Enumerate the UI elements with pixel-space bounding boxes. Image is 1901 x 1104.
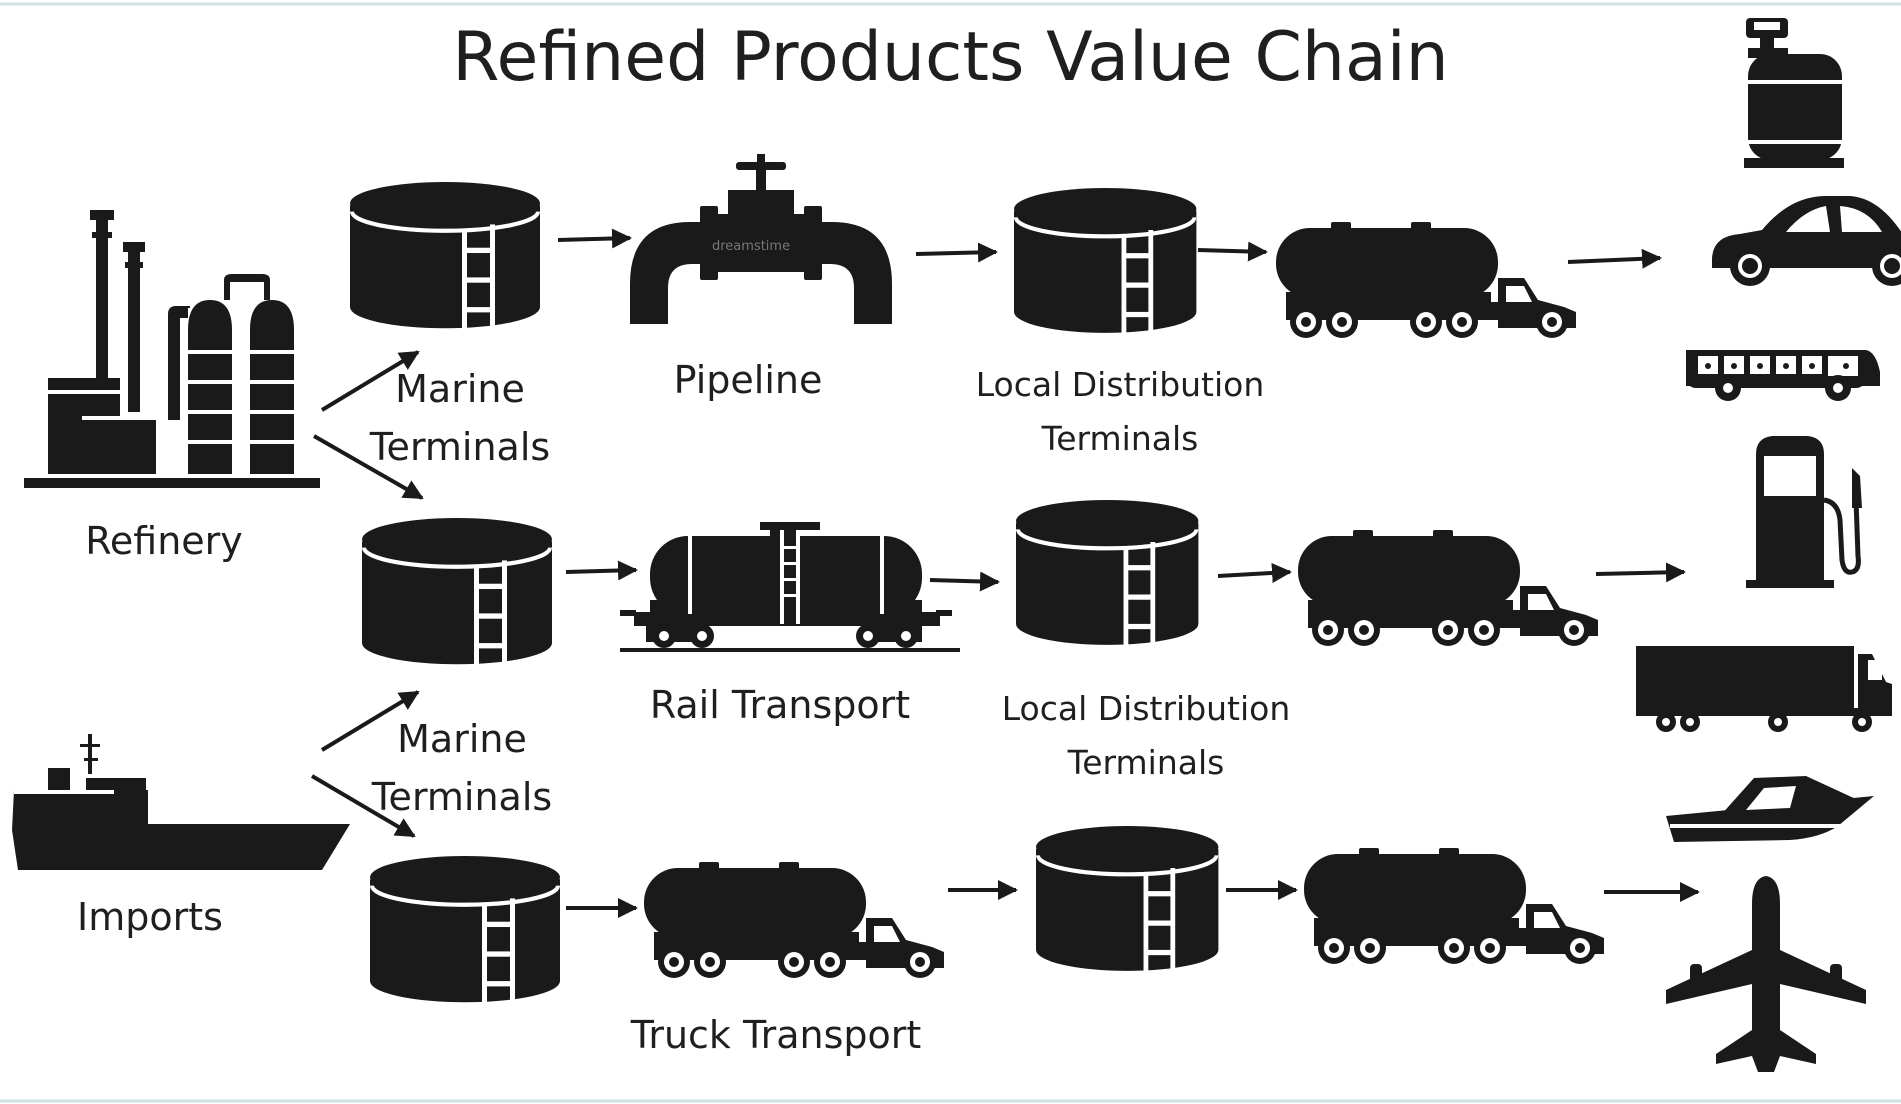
pipeline-icon — [630, 154, 892, 324]
arrow-local-2-to-truck-2 — [1217, 563, 1292, 583]
fuel-pump-icon — [1746, 436, 1862, 588]
tanker-truck-2 — [1298, 530, 1598, 646]
local-distribution-tank-3 — [1036, 826, 1218, 978]
propane-cylinder-icon — [1744, 18, 1844, 168]
refinery-icon — [24, 210, 320, 488]
truck-transport-label: Truck Transport — [630, 1013, 922, 1057]
box-truck-icon — [1636, 646, 1892, 732]
local-distribution-tank-1 — [1014, 188, 1196, 340]
marine-terminal-tank-3 — [370, 856, 560, 1010]
boat-icon — [1666, 776, 1874, 842]
refinery-label: Refinery — [85, 519, 243, 563]
arrow-imports-to-marine-2 — [320, 690, 420, 752]
tanker-ship-icon — [12, 734, 350, 870]
arrow-truck-2-to-end-use — [1595, 562, 1686, 583]
imports-label: Imports — [77, 895, 223, 939]
arrow-pipeline-to-local-1 — [915, 242, 998, 263]
local-distribution-tank-2 — [1016, 500, 1198, 652]
arrow-marine-1-to-pipeline — [557, 228, 632, 249]
diagram-title: Refined Products Value Chain — [452, 18, 1449, 97]
arrow-rail-to-local-2 — [929, 571, 1000, 592]
arrow-refinery-to-marine-1 — [320, 350, 420, 412]
car-icon — [1712, 196, 1901, 286]
tanker-truck-3 — [644, 862, 944, 978]
rail-transport-label: Rail Transport — [649, 683, 911, 727]
arrow-imports-to-marine-3 — [310, 774, 416, 838]
marine-terminal-tank-2 — [362, 518, 552, 672]
tanker-truck-1 — [1276, 222, 1576, 338]
arrow-local-1-to-truck-1 — [1197, 241, 1268, 262]
marine-terminal-tank-1 — [350, 182, 540, 336]
flow-arrows — [310, 228, 1700, 918]
arrow-marine-2-to-rail — [565, 560, 638, 581]
pipeline-label: Pipeline — [673, 358, 823, 402]
arrow-refinery-to-marine-2 — [313, 434, 424, 500]
watermark-text: dreamstime — [712, 239, 790, 254]
bus-icon — [1686, 350, 1880, 401]
tanker-truck-4 — [1304, 848, 1604, 964]
arrow-truck-1-to-end-use — [1567, 248, 1662, 269]
airplane-icon — [1666, 876, 1866, 1072]
